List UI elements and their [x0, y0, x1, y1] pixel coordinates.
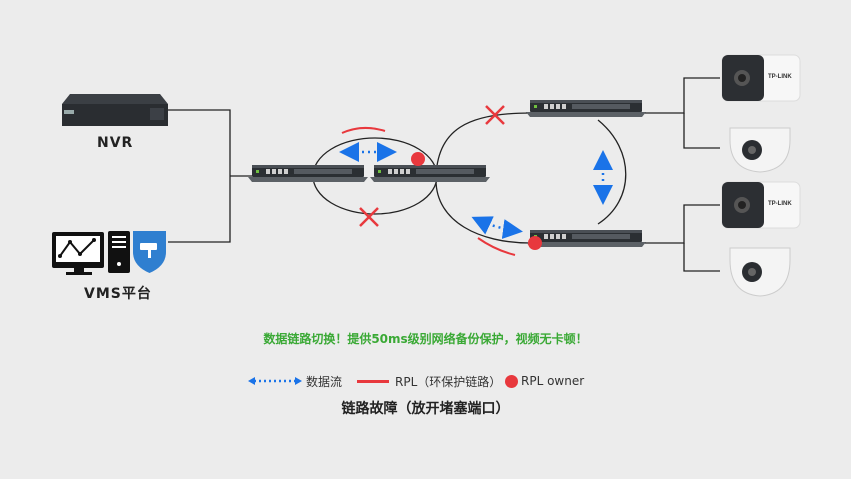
- rpl-owner-marker: [528, 236, 542, 250]
- fault-x-icon: [359, 207, 379, 227]
- bullet-camera-icon: TP-LINK: [721, 54, 801, 102]
- camera-brand-text: TP-LINK: [768, 201, 792, 207]
- nvr-icon: [62, 94, 168, 126]
- switch-icon: [370, 165, 490, 182]
- legend-data-flow-label: 数据流: [306, 374, 343, 389]
- rpl-owner-swatch: [505, 374, 518, 388]
- status-message: 数据链路切换！提供50ms级别网络备份保护，视频无卡顿！: [263, 332, 588, 346]
- switch-icon: [526, 100, 646, 117]
- camera-brand-text: TP-LINK: [768, 74, 792, 80]
- nvr-label: NVR: [97, 135, 134, 151]
- data-flow-arrows: [339, 142, 613, 239]
- legend-rpl-label: RPL（环保护链路）: [395, 374, 502, 389]
- switch-icon: [248, 165, 368, 182]
- pc-tower-icon: [108, 231, 130, 273]
- data-flow-swatch: [248, 377, 302, 385]
- legend-rpl-owner-label: RPL owner: [521, 374, 585, 388]
- monitor-icon: [52, 232, 104, 275]
- security-shield-icon: [133, 231, 166, 273]
- rpl-arcs: [341, 127, 516, 256]
- diagram-caption: 链路故障（放开堵塞端口）: [341, 401, 510, 417]
- dome-camera-icon: [729, 247, 791, 297]
- legend-rpl-owner: RPL owner: [505, 372, 584, 390]
- legend-rpl: RPL（环保护链路）: [357, 372, 501, 390]
- fault-x-icon: [485, 105, 505, 125]
- rpl-owner-marker: [411, 152, 425, 166]
- connection-lines: [168, 77, 720, 272]
- switch-icon: [526, 230, 646, 247]
- rpl-swatch: [357, 379, 389, 383]
- dome-camera-icon: [729, 127, 791, 173]
- bullet-camera-icon: TP-LINK: [721, 181, 801, 229]
- legend-data-flow: 数据流: [248, 372, 342, 390]
- vms-label: VMS平台: [84, 286, 152, 302]
